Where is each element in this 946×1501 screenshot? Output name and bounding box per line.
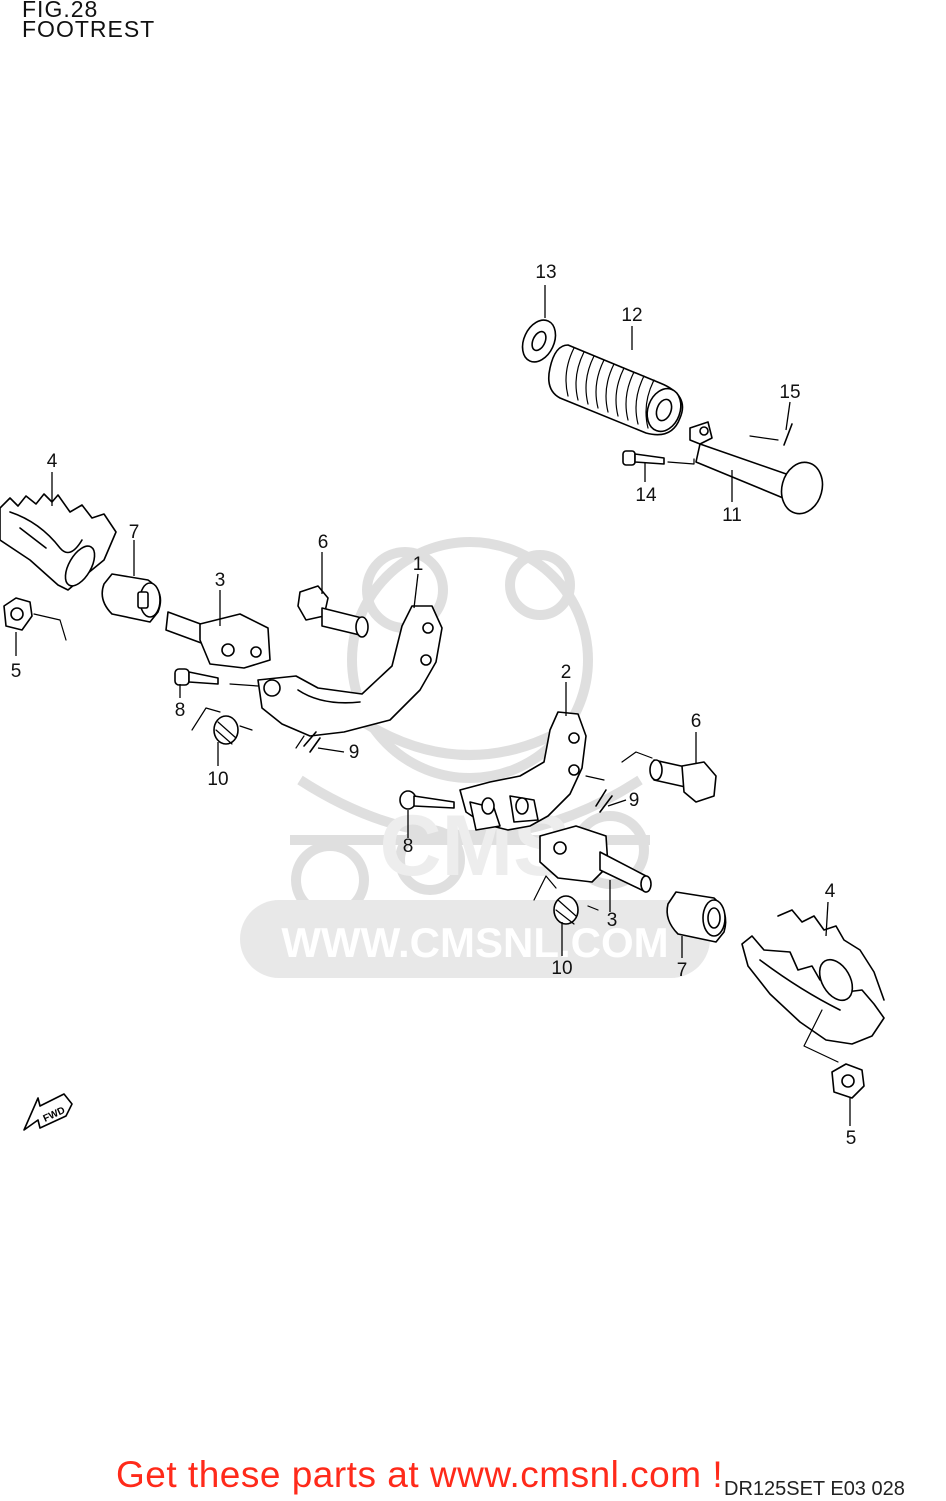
callout-10-left: 10 [207,769,228,790]
callout-15: 15 [779,382,800,403]
figure-title: FOOTREST [22,16,156,42]
callout-5-left: 5 [11,661,22,682]
bushing-7-right [666,891,727,943]
shaft-3-right [539,825,652,893]
callout-12: 12 [621,305,642,326]
bolt-8-right [399,790,455,810]
callout-5-right: 5 [846,1128,857,1149]
leader-lines [15,285,851,1126]
callout-9-left: 9 [349,742,360,763]
callout-13: 13 [535,262,556,283]
footrest-bracket-1 [257,605,443,737]
callout-3-left: 3 [215,570,226,591]
callout-4-right: 4 [825,881,836,902]
bolt-6-left [297,585,369,638]
figure-number: FIG.28 [22,0,99,22]
pillion-footrest-11 [689,421,824,515]
pin-15 [783,423,793,446]
callout-11: 11 [722,505,742,526]
callout-9-right: 9 [629,790,640,811]
nut-5-right [831,1063,865,1099]
model-code: DR125SET E03 028 [724,1478,942,1501]
callout-10-right: 10 [551,958,572,979]
callout-1: 1 [413,554,424,575]
callout-3-right: 3 [607,910,618,931]
shop-link[interactable]: Get these parts at www.cmsnl.com ! [116,1454,724,1495]
callout-4-left: 4 [47,451,58,472]
callout-8-left: 8 [175,700,186,721]
rubber-grip-12 [547,344,684,436]
watermark-url: WWW.CMSNL.COM [281,919,668,966]
callout-8-right: 8 [403,836,414,857]
forward-arrow-icon: FWD [23,1093,73,1131]
callout-labels: 13 12 15 14 11 4 7 6 1 3 5 8 10 9 2 6 9 … [11,262,857,1149]
callout-2: 2 [561,662,572,683]
callout-6-left: 6 [318,532,329,553]
bushing-7-left [101,573,162,623]
footrest-4-right [741,909,885,1045]
callout-7-left: 7 [129,522,140,543]
bolt-14 [622,450,695,466]
callout-6-right: 6 [691,711,702,732]
nut-5-left [3,597,33,631]
bolt-8-left [174,668,259,687]
shaft-3-left [165,611,271,669]
bolt-6-right [621,751,717,803]
spring-10-right [533,875,599,925]
pin-9-right [595,789,613,813]
callout-14: 14 [635,485,657,506]
spring-10-left [191,707,253,745]
pin-9-left [303,731,321,753]
callout-7-right: 7 [677,960,688,981]
footrest-4-left [0,493,117,591]
washer-13 [521,319,557,363]
watermark-logo: WWW.CMSNL.COM CMS [240,537,710,978]
footrest-bracket-2 [459,711,605,831]
